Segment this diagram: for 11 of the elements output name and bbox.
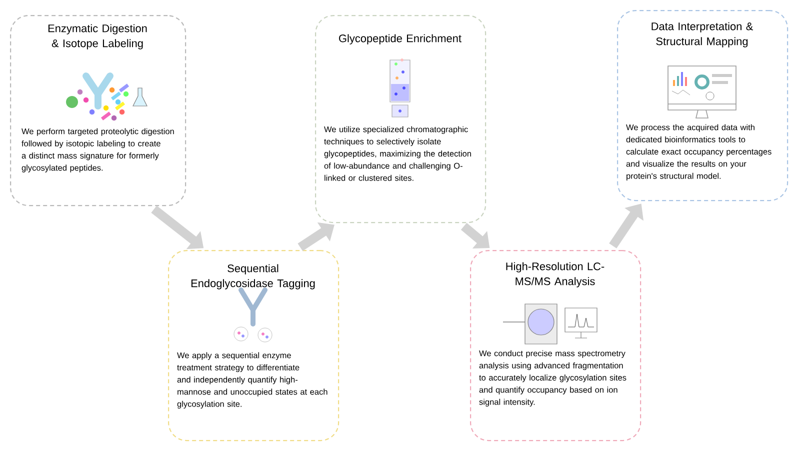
card-description: We apply a sequential enzyme treatment strategy to differentiate and independently quantify high-mannose and unoccupied states at each glycosylation site. bbox=[177, 352, 328, 409]
card-title: Enzymatic Digestion & Isotope Labeling bbox=[48, 24, 147, 50]
card-title: Sequential Endoglycosidase Tagging bbox=[191, 264, 315, 290]
card-title: Data Interpretation & Structural Mapping bbox=[652, 22, 753, 48]
card-description: We conduct precise mass spectrometry analysis using advanced fragmentation to accurately localize glycosylation sites and quantify occupancy based on ion signal intensity. bbox=[479, 350, 626, 407]
card-description: We utilize specialized chromatographic techniques to selectively isolate glycopeptides, maximizing the detection of low-abundance and challenging O-linked or clustered sites. bbox=[324, 126, 471, 181]
card-title: Glycopeptide Enrichment bbox=[339, 34, 462, 44]
card-description: We perform targeted proteolytic digestion followed by isotopic labeling to create a distinct mass signature for formerly glycosylated peptides. bbox=[22, 128, 174, 172]
card-description: We process the acquired data with dedicated bioinformatics tools to calculate exact occupancy percentages and visualize the results on your protein's structural model. bbox=[626, 124, 772, 181]
arrow bbox=[298, 222, 334, 252]
card-title: High-Resolution LC-MS/MS Analysis bbox=[506, 262, 604, 288]
